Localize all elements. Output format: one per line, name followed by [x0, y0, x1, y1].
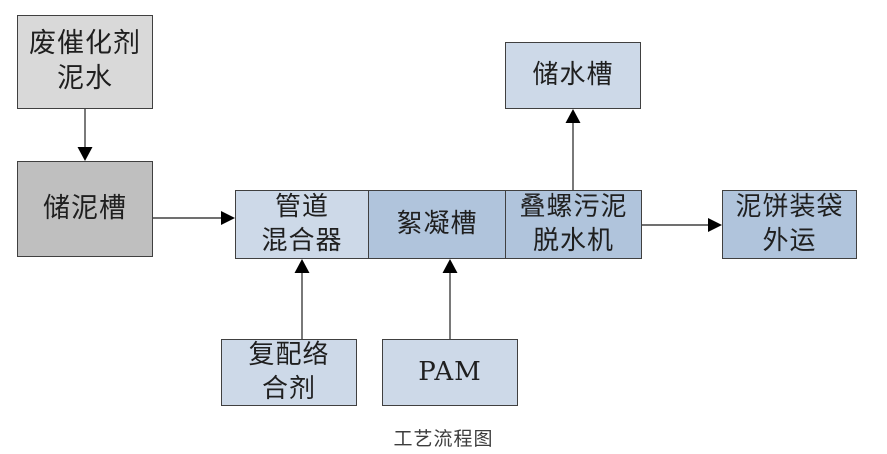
- arrow-dewaterer-to-watertank: [565, 109, 581, 190]
- node-sludge-storage-tank: 储泥槽: [17, 161, 153, 257]
- node-waste-catalyst-slurry: 废催化剂 泥水: [17, 15, 153, 109]
- node-label: 储泥槽: [43, 192, 127, 224]
- node-label: 废催化剂 泥水: [29, 28, 141, 94]
- node-label: 叠螺污泥 脱水机: [519, 192, 628, 256]
- node-label: PAM: [418, 356, 482, 387]
- node-screw-sludge-dewaterer: 叠螺污泥 脱水机: [505, 190, 642, 259]
- node-label: 絮凝槽: [396, 208, 478, 239]
- arrow-mudtank-to-mixer: [153, 211, 235, 225]
- node-cake-bagging-transport: 泥饼装袋 外运: [722, 190, 857, 259]
- arrow-pam-to-floctank: [442, 259, 458, 339]
- node-label: 泥饼装袋 外运: [735, 192, 844, 256]
- node-water-storage-tank: 储水槽: [505, 42, 641, 109]
- node-label: 复配络 合剂: [248, 340, 330, 404]
- arrow-dewaterer-to-cake: [642, 218, 722, 232]
- node-compound-complexing-agent: 复配络 合剂: [221, 339, 357, 406]
- node-flocculation-tank: 絮凝槽: [367, 190, 507, 259]
- diagram-caption: 工艺流程图: [393, 428, 494, 450]
- arrow-waste-to-mudtank: [77, 109, 93, 161]
- node-label: 管道 混合器: [261, 192, 343, 256]
- node-pipe-mixer: 管道 混合器: [235, 190, 369, 259]
- arrow-agent-to-mixer: [294, 259, 310, 339]
- node-pam: PAM: [382, 339, 518, 406]
- node-label: 储水槽: [532, 59, 614, 90]
